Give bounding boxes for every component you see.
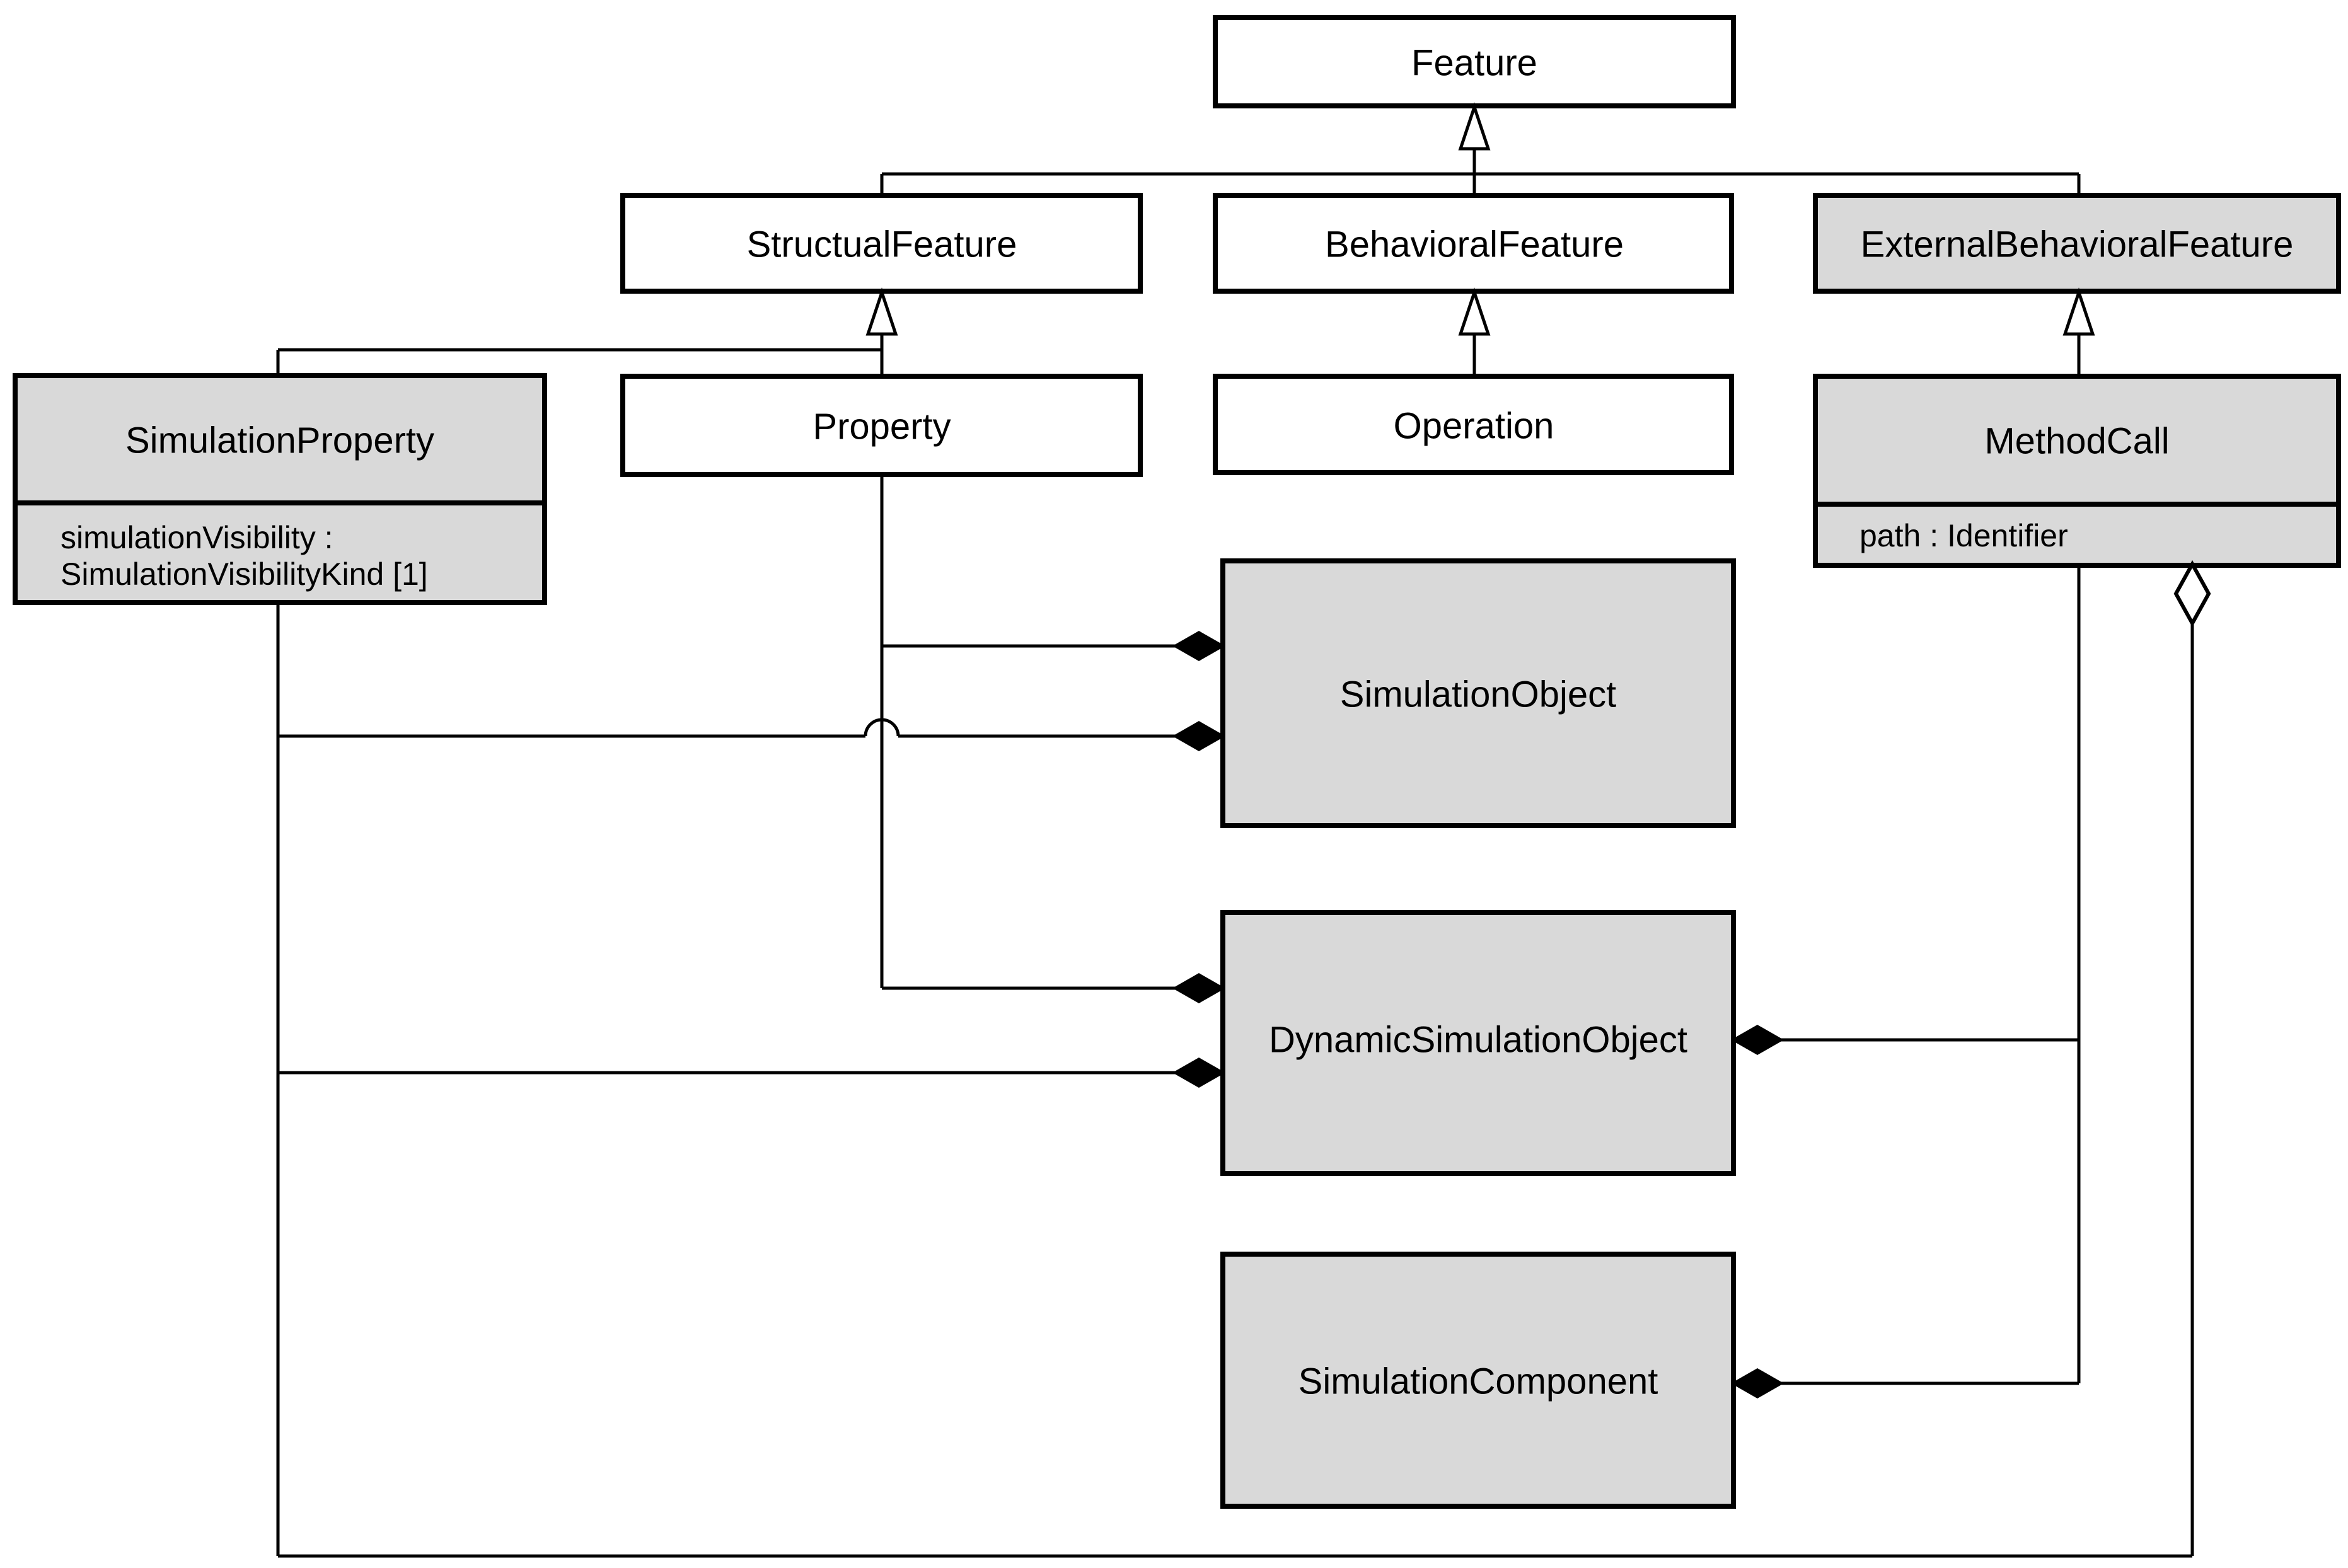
class-simulationproperty-attribute-line1: simulationVisibility : [61, 520, 333, 555]
class-methodcall-name: MethodCall [1984, 421, 2169, 462]
uml-symbols [865, 102, 2211, 1398]
class-operation-body [1213, 374, 1734, 475]
composition-diamond-dynamicsimulationobject-methodcall-icon [1731, 1025, 1784, 1055]
class-structualfeature: StructualFeature [620, 193, 1143, 294]
class-methodcall-attribute-line1: path : Identifier [1859, 518, 2068, 553]
generalization-arrow-structualfeature-icon [865, 287, 898, 336]
class-simulationproperty: SimulationProperty simulationVisibility … [13, 373, 547, 605]
class-simulationproperty-attribute-line2: SimulationVisibilityKind [1] [61, 556, 428, 592]
composition-diamond-simulationcomponent-methodcall-icon [1731, 1368, 1784, 1398]
class-simulationcomponent-body [1220, 1252, 1736, 1509]
class-simulationproperty-name: SimulationProperty [125, 420, 434, 461]
class-boxes: Feature StructualFeature BehavioralFeatu… [13, 15, 2341, 1509]
composition-diamond-simulationobject-simulationproperty-icon [1172, 721, 1225, 751]
class-methodcall-body [1813, 374, 2341, 568]
class-behavioralfeature-name: BehavioralFeature [1325, 224, 1624, 265]
class-simulationobject-body [1220, 558, 1736, 828]
class-externalbehavioralfeature-name: ExternalBehavioralFeature [1861, 224, 2294, 265]
generalization-arrow-externalbehavioralfeature-icon [2062, 287, 2095, 336]
aggregation-diamond-methodcall-icon [2173, 560, 2211, 628]
class-dynamicsimulationobject-name: DynamicSimulationObject [1269, 1020, 1687, 1061]
class-feature-body [1213, 15, 1736, 108]
connectors [276, 147, 2194, 1558]
class-property: Property [620, 374, 1143, 477]
composition-diamond-simulationobject-property-icon [1172, 631, 1225, 661]
class-operation: Operation [1213, 374, 1734, 475]
composition-diamond-dynamicsimulationobject-property-icon [1172, 973, 1225, 1003]
line-jump-arc [864, 718, 900, 737]
generalization-arrow-behavioralfeature-icon [1458, 287, 1491, 336]
class-dynamicsimulationobject: DynamicSimulationObject [1220, 910, 1736, 1176]
class-feature-name: Feature [1411, 43, 1537, 84]
class-behavioralfeature-body [1213, 193, 1734, 294]
composition-diamond-dynamicsimulationobject-simulationproperty-icon [1172, 1058, 1225, 1088]
class-simulationproperty-body [13, 373, 547, 605]
class-externalbehavioralfeature-body [1813, 193, 2341, 294]
class-structualfeature-body [620, 193, 1143, 294]
class-behavioralfeature: BehavioralFeature [1213, 193, 1734, 294]
class-operation-name: Operation [1394, 406, 1554, 447]
class-property-name: Property [813, 406, 951, 447]
class-structualfeature-name: StructualFeature [747, 224, 1017, 265]
class-simulationobject-name: SimulationObject [1340, 674, 1616, 715]
class-simulationobject: SimulationObject [1220, 558, 1736, 828]
class-externalbehavioralfeature: ExternalBehavioralFeature [1813, 193, 2341, 294]
class-dynamicsimulationobject-body [1220, 910, 1736, 1176]
class-feature: Feature [1213, 15, 1736, 108]
class-property-body [620, 374, 1143, 477]
class-methodcall: MethodCall path : Identifier [1813, 374, 2341, 568]
class-simulationcomponent: SimulationComponent [1220, 1252, 1736, 1509]
generalization-arrow-feature-icon [1458, 102, 1491, 151]
class-simulationcomponent-name: SimulationComponent [1298, 1361, 1658, 1402]
